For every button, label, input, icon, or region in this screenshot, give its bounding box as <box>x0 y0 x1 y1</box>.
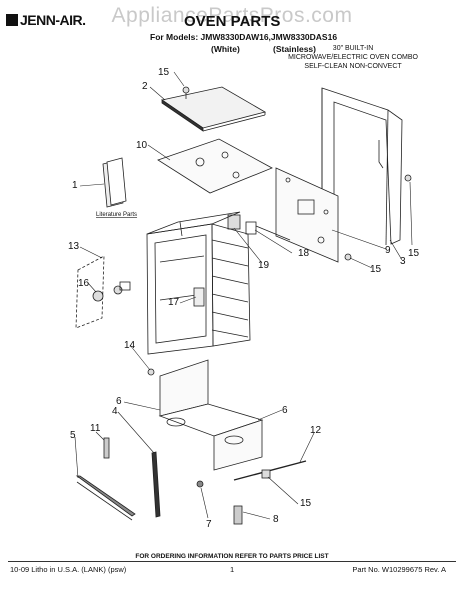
part-knob-assembly <box>75 255 131 329</box>
callout-6-right: 6 <box>282 405 288 416</box>
callout-6-left: 6 <box>116 396 122 407</box>
footer-page-number: 1 <box>230 565 235 574</box>
part-small-bar <box>103 437 110 459</box>
callout-5: 5 <box>70 430 76 441</box>
part-bottom-enclosure <box>158 359 264 471</box>
callout-15-bottom: 15 <box>300 498 312 509</box>
part-insulation-plate <box>157 138 273 194</box>
callout-11: 11 <box>90 423 101 434</box>
callout-17: 17 <box>168 297 180 308</box>
callout-8: 8 <box>273 514 279 525</box>
model-variants: (White) (Stainless) <box>211 44 335 54</box>
variant-white: (White) <box>211 44 240 54</box>
callout-19: 19 <box>258 260 270 271</box>
callout-4: 4 <box>112 406 118 417</box>
description-line: 30" BUILT-IN <box>332 45 374 52</box>
ordering-note: FOR ORDERING INFORMATION REFER TO PARTS … <box>135 553 329 560</box>
part-rear-panel <box>275 167 339 263</box>
callout-14: 14 <box>124 340 136 351</box>
footer-divider <box>8 561 456 562</box>
part-trim <box>75 475 136 521</box>
part-literature-booklet <box>102 157 127 208</box>
callout-3: 3 <box>400 256 406 267</box>
callout-1: 1 <box>72 180 78 191</box>
description-line: SELF-CLEAN NON-CONVECT <box>304 63 402 70</box>
callout-12: 12 <box>310 425 322 436</box>
callout-2: 2 <box>142 81 148 92</box>
part-top-panel <box>161 86 267 132</box>
callout-18: 18 <box>298 248 310 259</box>
brand-text: JENN-AIR. <box>20 12 86 28</box>
description-line: MICROWAVE/ELECTRIC OVEN COMBO <box>288 54 418 61</box>
part-bracket-8 <box>233 505 243 525</box>
callout-10: 10 <box>136 140 148 151</box>
callout-7: 7 <box>206 519 212 530</box>
part-screw-right <box>344 174 412 261</box>
model-list: For Models: JMW8330DAW16,JMW8330DAS16 <box>150 32 338 42</box>
footer-litho: 10-09 Litho in U.S.A. (LANK) (psw) <box>10 565 127 574</box>
callout-9: 9 <box>385 245 391 256</box>
variant-stainless: (Stainless) <box>273 44 316 54</box>
logo-mark-icon <box>6 14 18 26</box>
part-screw-top <box>182 86 190 99</box>
leader-lines <box>74 71 413 520</box>
callout-16: 16 <box>78 278 90 289</box>
literature-parts-label: Literature Parts <box>96 212 137 218</box>
footer-part-number: Part No. W10299675 Rev. A <box>352 565 446 574</box>
brand-logo: JENN-AIR. <box>6 12 86 28</box>
watermark: AppliancePartsPros.com <box>111 4 353 27</box>
part-rod <box>233 460 307 481</box>
callout-13: 13 <box>68 241 80 252</box>
callout-15-top: 15 <box>158 67 170 78</box>
part-screw-14 <box>147 368 155 376</box>
part-side-strip <box>151 451 161 518</box>
callout-labels: 15 2 10 1 13 16 17 14 6 4 5 11 7 8 15 12… <box>68 67 420 530</box>
page-title: OVEN PARTS <box>184 13 281 30</box>
callout-15-right: 15 <box>408 248 420 259</box>
product-description: 30" BUILT-IN MICROWAVE/ELECTRIC OVEN COM… <box>288 44 418 71</box>
part-oven-cavity <box>146 211 251 355</box>
part-screw-7 <box>196 480 204 488</box>
callout-15-mid: 15 <box>370 264 382 275</box>
